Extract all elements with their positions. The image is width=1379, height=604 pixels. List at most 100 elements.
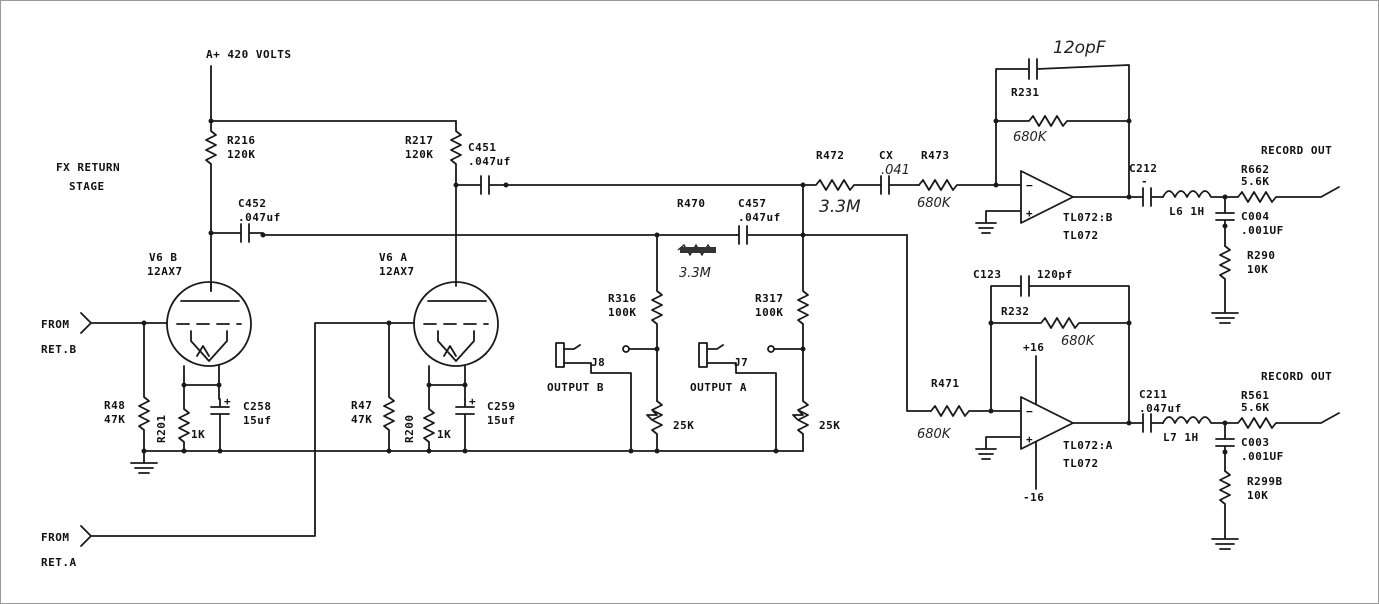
svg-text:TL072:A: TL072:A	[1063, 439, 1113, 452]
capacitor-c004: C004 .001UF	[1215, 196, 1283, 247]
svg-text:V6 B: V6 B	[149, 251, 178, 264]
svg-text:R317: R317	[755, 292, 784, 305]
svg-text:R201: R201	[155, 415, 168, 444]
svg-text:-16: -16	[1023, 491, 1044, 504]
svg-text:TL072: TL072	[1063, 229, 1099, 242]
svg-text:CX: CX	[879, 149, 893, 162]
svg-text:.001UF: .001UF	[1241, 450, 1284, 463]
svg-text:R232: R232	[1001, 305, 1030, 318]
svg-text:TL072: TL072	[1063, 457, 1099, 470]
svg-text:R472: R472	[816, 149, 845, 162]
svg-text:J7: J7	[734, 356, 748, 369]
svg-text:680K: 680K	[917, 196, 952, 211]
resistor-r217: R217 120K	[405, 120, 462, 174]
svg-text:3.3M: 3.3M	[819, 197, 861, 217]
svg-text:C457: C457	[738, 197, 767, 210]
svg-text:120K: 120K	[405, 148, 434, 161]
resistor-r290: R290 10K	[1211, 245, 1276, 324]
svg-text:C004: C004	[1241, 210, 1270, 223]
record-out-top: RECORD OUT	[1261, 144, 1332, 157]
opamp-tl072-a: − + +16 -16 TL072:A TL072	[975, 341, 1113, 504]
svg-text:12AX7: 12AX7	[379, 265, 415, 278]
opamp-tl072-b: − + TL072:B TL072	[975, 170, 1113, 242]
svg-text:FROM: FROM	[41, 531, 70, 544]
resistor-r471: R471 680K	[917, 377, 1022, 442]
svg-text:1K: 1K	[191, 428, 205, 441]
capacitor-c457: C457 .047uf	[735, 197, 908, 245]
resistor-r316: R316 100K	[608, 234, 663, 402]
svg-text:J8: J8	[591, 356, 605, 369]
svg-text:R217: R217	[405, 134, 434, 147]
capacitor-12pf: 12opF	[995, 38, 1130, 197]
svg-text:12opF: 12opF	[1053, 38, 1106, 58]
resistor-r299b: R299B 10K	[1211, 470, 1283, 550]
svg-text:680K: 680K	[1013, 130, 1048, 145]
svg-text:L7 1H: L7 1H	[1163, 431, 1199, 444]
pot-25k-b[interactable]: 25K	[646, 400, 694, 452]
capacitor-c123: C123 120pf	[973, 268, 1130, 422]
svg-text:+: +	[469, 395, 476, 408]
svg-text:25K: 25K	[673, 419, 694, 432]
svg-text:R470: R470	[677, 197, 706, 210]
svg-text:OUTPUT B: OUTPUT B	[547, 381, 604, 394]
svg-text:.047uf: .047uf	[468, 155, 511, 168]
svg-text:R473: R473	[921, 149, 950, 162]
svg-text:−: −	[1026, 179, 1033, 192]
svg-text:.041: .041	[881, 163, 910, 178]
svg-text:TL072:B: TL072:B	[1063, 211, 1113, 224]
svg-text:3.3M: 3.3M	[679, 266, 711, 281]
svg-text:25K: 25K	[819, 419, 840, 432]
resistor-r470: R470 3.3M	[677, 197, 716, 281]
svg-text:R290: R290	[1247, 249, 1276, 262]
svg-text:47K: 47K	[351, 413, 372, 426]
svg-text:5.6K: 5.6K	[1241, 401, 1270, 414]
svg-text:V6 A: V6 A	[379, 251, 408, 264]
svg-text:.047uf: .047uf	[238, 211, 281, 224]
svg-text:C452: C452	[238, 197, 267, 210]
svg-text:C212: C212	[1129, 162, 1158, 175]
resistor-r201: R201 1K	[155, 384, 205, 452]
svg-text:680K: 680K	[1061, 334, 1096, 349]
capacitor-cx: CX .041	[879, 149, 920, 195]
resistor-r662: R662 5.6K	[1224, 163, 1340, 203]
svg-text:C123: C123	[973, 268, 1002, 281]
capacitor-c003: C003 .001UF	[1215, 422, 1284, 472]
input-ret-a: FROM RET.A	[41, 322, 415, 569]
svg-text:L6 1H: L6 1H	[1169, 205, 1205, 218]
svg-text:100K: 100K	[755, 306, 784, 319]
svg-text:C451: C451	[468, 141, 497, 154]
tube-v6b: V6 B 12AX7	[147, 251, 252, 367]
svg-text:.047uf: .047uf	[738, 211, 781, 224]
svg-text:C258: C258	[243, 400, 272, 413]
inductor-l6: L6 1H	[1162, 190, 1226, 218]
svg-text:12AX7: 12AX7	[147, 265, 183, 278]
supply-label: A+ 420 VOLTS	[206, 48, 291, 61]
jack-j8[interactable]: J8 OUTPUT B	[547, 342, 658, 452]
resistor-r231: R231 680K	[995, 86, 1130, 145]
capacitor-c212: C212 -	[1129, 162, 1164, 207]
svg-text:120K: 120K	[227, 148, 256, 161]
capacitor-c451: C451 .047uf	[455, 141, 511, 195]
svg-text:C211: C211	[1139, 388, 1168, 401]
resistor-r561: R561 5.6K	[1224, 389, 1340, 429]
pot-25k-a[interactable]: 25K	[792, 400, 840, 452]
stage-title-1: FX RETURN	[56, 161, 120, 174]
svg-text:680K: 680K	[917, 427, 952, 442]
svg-text:47K: 47K	[104, 413, 125, 426]
jack-j7[interactable]: J7 OUTPUT A	[690, 342, 804, 452]
svg-text:10K: 10K	[1247, 263, 1268, 276]
svg-text:100K: 100K	[608, 306, 637, 319]
svg-text:-: -	[1141, 175, 1148, 188]
resistor-r47: R47 47K	[351, 322, 395, 452]
svg-text:R216: R216	[227, 134, 256, 147]
svg-text:RET.B: RET.B	[41, 343, 77, 356]
resistor-r48: R48 47K	[104, 322, 158, 474]
svg-text:R299B: R299B	[1247, 475, 1283, 488]
svg-text:R662: R662	[1241, 163, 1270, 176]
svg-text:C003: C003	[1241, 436, 1270, 449]
svg-text:.047uf: .047uf	[1139, 402, 1182, 415]
svg-text:+16: +16	[1023, 341, 1044, 354]
resistor-r232: R232 680K	[990, 305, 1130, 349]
resistor-r472: R472 3.3M	[802, 149, 882, 217]
